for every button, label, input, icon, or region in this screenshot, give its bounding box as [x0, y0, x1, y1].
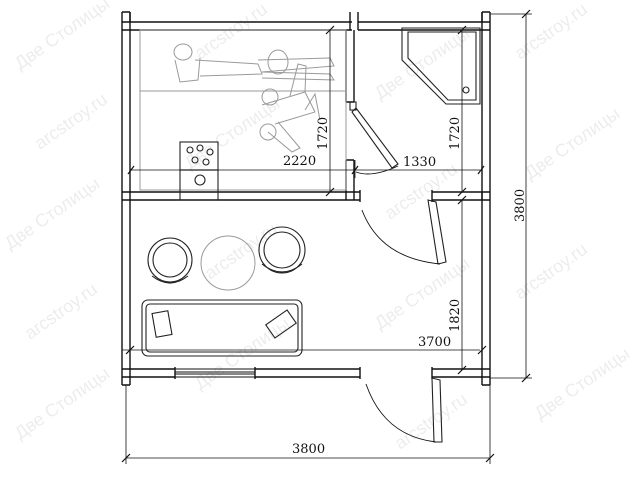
watermark-text: Две Столицы: [11, 363, 113, 443]
watermark-text: Две Столицы: [1, 173, 103, 253]
dim-steam-room-width: 2220: [283, 154, 316, 169]
armchair-icon: [258, 226, 306, 274]
drain-icon: [462, 86, 470, 94]
door-swing-arc: [355, 165, 399, 175]
dimension-lines: [121, 9, 532, 464]
door-swing-arc: [365, 383, 437, 443]
dimension-labels: 2220 1330 1720 1720 1820 3700 3800 3800: [283, 117, 528, 457]
interior-door: [427, 199, 447, 265]
dim-total-depth: 3800: [513, 189, 528, 222]
watermark-text: arcstroy.ru: [201, 219, 281, 283]
watermark-text: arcstroy.ru: [21, 279, 101, 343]
table-icon: [200, 235, 256, 291]
washroom-door: [351, 107, 399, 169]
dim-washroom-width: 1330: [403, 155, 436, 170]
dim-washroom-depth: 1720: [448, 117, 463, 150]
watermark-text: Две Столицы: [191, 313, 293, 393]
person-sitting-icon: [259, 63, 321, 153]
watermark-text: Две Столицы: [11, 0, 113, 73]
dim-inner-width: 3700: [418, 335, 451, 350]
bench-upper: [139, 29, 347, 191]
dim-steam-room-depth: 1720: [316, 117, 331, 150]
watermark-text: Две Столицы: [371, 23, 473, 103]
rest-room: [141, 199, 447, 443]
dim-rest-room-depth: 1820: [448, 299, 463, 332]
armchair-icon: [147, 237, 193, 284]
watermark-text: arcstroy.ru: [391, 389, 471, 453]
shower-tray: [401, 27, 481, 105]
watermark-text: arcstroy.ru: [511, 239, 591, 303]
door-swing-arc: [361, 209, 441, 265]
watermark-text: arcstroy.ru: [511, 0, 591, 63]
watermark-text: Две Столицы: [521, 103, 623, 183]
washroom: [349, 27, 481, 175]
watermark-text: arcstroy.ru: [191, 0, 271, 63]
watermark-text: arcstroy.ru: [31, 89, 111, 153]
entrance-door: [431, 377, 443, 443]
dim-total-width: 3800: [292, 442, 325, 457]
sofa-icon: [141, 299, 303, 357]
watermark-text: Две Столицы: [531, 343, 633, 423]
steam-room: [139, 29, 347, 201]
watermark: Две Столицы arcstroy.ru Две Столицы arcs…: [1, 0, 633, 453]
